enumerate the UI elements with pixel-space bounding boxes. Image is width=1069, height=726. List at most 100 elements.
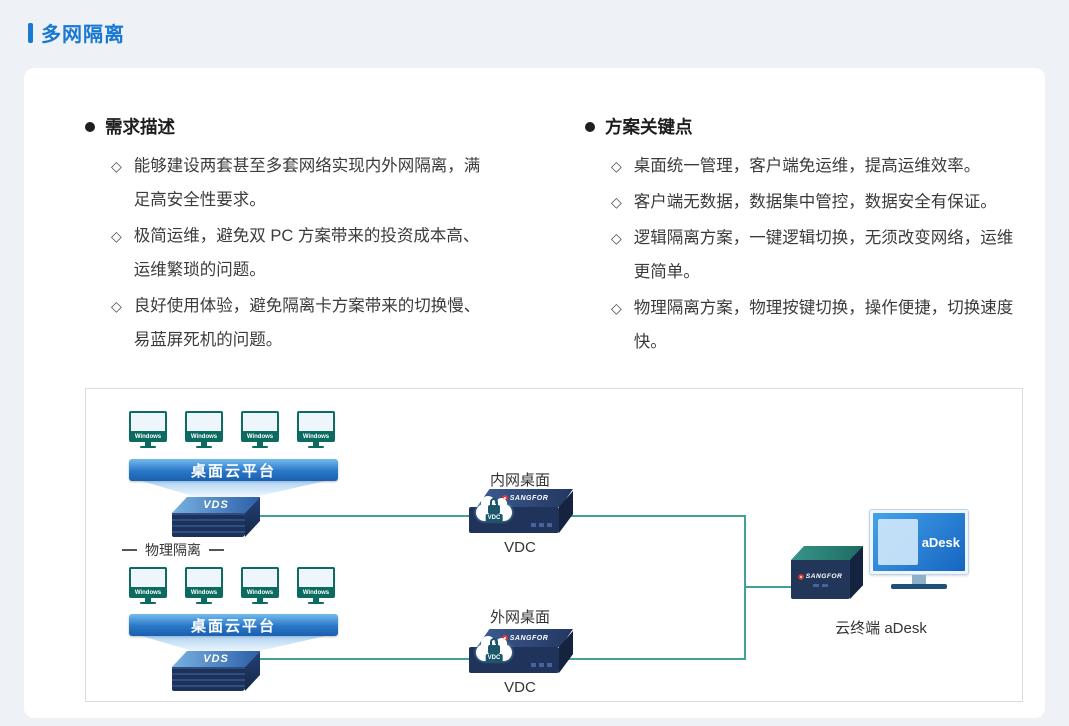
diamond-bullet-icon: ◇ <box>611 158 622 174</box>
diamond-bullet-icon: ◇ <box>111 158 122 174</box>
windows-banner-label: Windows <box>185 433 223 442</box>
diamond-bullet-icon: ◇ <box>611 230 622 246</box>
page-header: 多网隔离 <box>28 18 125 47</box>
lock-icon <box>488 498 500 514</box>
windows-logo-icon <box>309 416 324 429</box>
content-card: 需求描述 ◇ 能够建设两套甚至多套网络实现内外网隔离，满足高安全性要求。 ◇ 极… <box>24 68 1045 718</box>
windows-banner-label: Windows <box>297 433 335 442</box>
desktop-cloud-platform-bar-intranet: 桌面云平台 <box>129 459 338 481</box>
extranet-desktop-label: 外网桌面 <box>489 609 550 626</box>
windows-banner-label: Windows <box>241 589 279 598</box>
platform-bar-label: 桌面云平台 <box>190 462 276 480</box>
monitor-frame: aDesk <box>869 509 969 575</box>
adesk-screen-label: aDesk <box>921 535 960 550</box>
vdc-caption-extranet: VDC <box>504 679 536 696</box>
cloud-lock-icon: VDC <box>476 635 512 665</box>
solution-item: ◇ 客户端无数据，数据集中管控，数据安全有保证。 <box>611 185 1030 219</box>
network-diagram: Windows Windows Windows Windows <box>85 388 1023 702</box>
sangfor-brand-text: SANGFOR <box>509 494 549 502</box>
requirements-heading-text: 需求描述 <box>105 117 175 137</box>
vdc-device-intranet: SANGFOR VDC <box>469 489 573 535</box>
requirement-item: ◇ 极简运维，避免双 PC 方案带来的投资成本高、运维繁琐的问题。 <box>111 219 565 287</box>
tower-side-face <box>850 546 863 599</box>
vds-label: VDS <box>172 497 260 513</box>
physical-isolation-label: 物理隔离 <box>122 540 224 560</box>
diamond-bullet-icon: ◇ <box>111 228 122 244</box>
vdc-cloud-label: VDC <box>485 514 503 522</box>
requirement-item: ◇ 良好使用体验，避免隔离卡方案带来的切换慢、易蓝屏死机的问题。 <box>111 289 565 357</box>
screen-window-panel <box>878 519 918 565</box>
tower-top-face <box>791 546 863 560</box>
requirement-item-text: 良好使用体验，避免隔离卡方案带来的切换慢、易蓝屏死机的问题。 <box>133 297 481 349</box>
windows-desktop-icon: Windows <box>297 567 335 604</box>
lock-icon <box>488 638 500 654</box>
requirement-item-text: 极简运维，避免双 PC 方案带来的投资成本高、运维繁琐的问题。 <box>133 227 480 279</box>
desktop-group-intranet: Windows Windows Windows Windows <box>129 411 335 448</box>
adesk-monitor: aDesk <box>869 509 969 593</box>
solution-heading: 方案关键点 <box>585 114 1030 139</box>
vds-server-extranet: VDS <box>172 651 260 691</box>
solution-item: ◇ 物理隔离方案，物理按键切换，操作便捷，切换速度快。 <box>611 291 1030 359</box>
circle-bullet-icon <box>85 121 95 132</box>
solution-item: ◇ 桌面统一管理，客户端免运维，提高运维效率。 <box>611 149 1030 183</box>
vdc-device-extranet: SANGFOR VDC <box>469 629 573 675</box>
diamond-bullet-icon: ◇ <box>111 298 122 314</box>
solution-item-text: 客户端无数据，数据集中管控，数据安全有保证。 <box>633 193 997 211</box>
windows-logo-icon <box>197 416 212 429</box>
windows-desktop-icon: Windows <box>129 567 167 604</box>
windows-banner-label: Windows <box>129 433 167 442</box>
windows-desktop-icon: Windows <box>241 567 279 604</box>
monitor-base <box>891 584 947 589</box>
windows-logo-icon <box>141 416 156 429</box>
windows-logo-icon <box>253 416 268 429</box>
windows-banner-label: Windows <box>241 433 279 442</box>
circle-bullet-icon <box>585 121 595 132</box>
requirement-item: ◇ 能够建设两套甚至多套网络实现内外网隔离，满足高安全性要求。 <box>111 149 565 217</box>
desktop-cloud-platform-bar-extranet: 桌面云平台 <box>129 614 338 636</box>
solution-section: 方案关键点 ◇ 桌面统一管理，客户端免运维，提高运维效率。 ◇ 客户端无数据，数… <box>585 114 1030 361</box>
solution-item-text: 物理隔离方案，物理按键切换，操作便捷，切换速度快。 <box>633 299 1014 351</box>
solution-item-text: 桌面统一管理，客户端免运维，提高运维效率。 <box>633 157 981 175</box>
vds-label: VDS <box>172 651 260 667</box>
desktop-group-extranet: Windows Windows Windows Windows <box>129 567 335 604</box>
ports-icon <box>813 583 828 587</box>
diamond-bullet-icon: ◇ <box>611 300 622 316</box>
intranet-desktop-label: 内网桌面 <box>489 472 550 489</box>
windows-logo-icon <box>197 572 212 585</box>
beam-funnel <box>141 481 326 497</box>
windows-logo-icon <box>309 572 324 585</box>
adesk-tower: SANGFOR <box>791 546 863 599</box>
cloud-lock-icon: VDC <box>476 495 512 525</box>
connection-line-terminal <box>744 586 799 588</box>
solution-item-text: 逻辑隔离方案，一键逻辑切换，无须改变网络，运维更简单。 <box>633 229 1014 281</box>
sangfor-brand-text: SANGFOR <box>806 572 843 580</box>
vds-server-intranet: VDS <box>172 497 260 537</box>
windows-banner-label: Windows <box>185 589 223 598</box>
page-title: 多网隔离 <box>41 24 125 46</box>
sangfor-brand-text: SANGFOR <box>509 634 549 642</box>
requirement-item-text: 能够建设两套甚至多套网络实现内外网隔离，满足高安全性要求。 <box>133 157 481 209</box>
requirements-heading: 需求描述 <box>85 114 565 139</box>
vds-front-face <box>172 667 245 691</box>
tower-front-face: SANGFOR <box>791 560 850 599</box>
windows-logo-icon <box>141 572 156 585</box>
platform-bar-label: 桌面云平台 <box>190 617 276 635</box>
windows-banner-label: Windows <box>129 589 167 598</box>
diamond-bullet-icon: ◇ <box>611 194 622 210</box>
windows-desktop-icon: Windows <box>297 411 335 448</box>
windows-logo-icon <box>253 572 268 585</box>
dash-line <box>209 549 224 551</box>
vdc-cloud-label: VDC <box>485 654 503 662</box>
solution-heading-text: 方案关键点 <box>605 117 693 137</box>
adesk-terminal: SANGFOR aDesk <box>791 509 976 639</box>
windows-desktop-icon: Windows <box>129 411 167 448</box>
sangfor-logo-icon <box>798 573 805 579</box>
terminal-caption: 云终端 aDesk <box>835 620 927 637</box>
windows-desktop-icon: Windows <box>185 411 223 448</box>
ports-icon <box>531 663 552 667</box>
windows-desktop-icon: Windows <box>241 411 279 448</box>
requirements-section: 需求描述 ◇ 能够建设两套甚至多套网络实现内外网隔离，满足高安全性要求。 ◇ 极… <box>85 114 565 359</box>
vds-front-face <box>172 513 245 537</box>
windows-banner-label: Windows <box>297 589 335 598</box>
